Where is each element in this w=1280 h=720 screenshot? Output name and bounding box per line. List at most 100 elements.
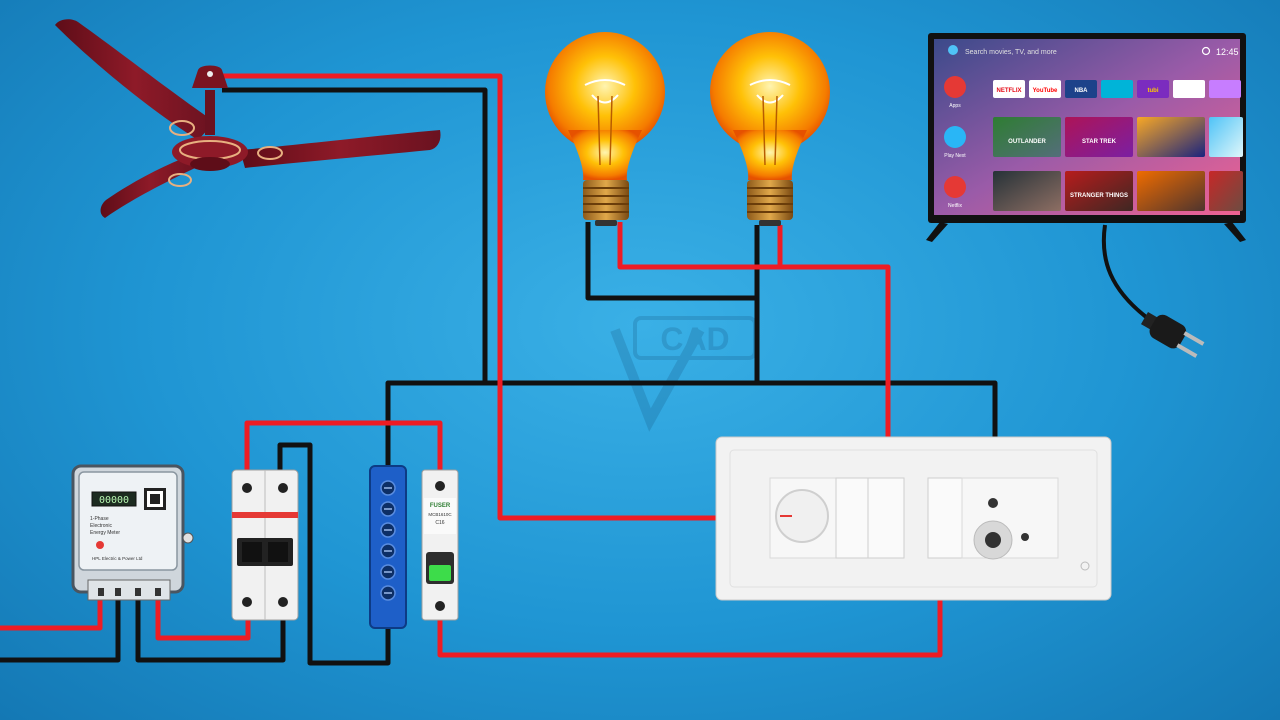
fan-blade-ornament [257,146,283,160]
dp-mcb-terminal [242,483,252,493]
svg-text:OUTLANDER: OUTLANDER [1008,139,1046,145]
svg-text:STRANGER THINGS: STRANGER THINGS [1070,193,1128,199]
fan-blade [240,130,441,168]
meter-label-3: Energy Meter [90,530,120,536]
neutral-wire-fan [222,87,488,383]
sp-mcb-terminal [435,601,445,611]
meter-label-2: Electronic [90,523,112,529]
fan-blade [55,19,215,140]
tv-app-tile[interactable]: NETFLIX [993,80,1025,98]
fan-motor-cap [190,157,230,171]
sp-mcb-body [421,469,459,621]
tv-app-tile[interactable]: tubi [1137,80,1169,98]
svg-text:STAR TREK: STAR TREK [1082,139,1117,145]
bulb-glass [710,32,830,152]
tv-clock: 12:45 [1216,47,1239,57]
tv-poster[interactable]: STRANGER THINGS [1065,171,1133,211]
tv-stand-right [1224,222,1246,242]
tv-poster[interactable] [1209,171,1243,211]
bulb-filament-support [597,95,601,166]
tv-nav-label: Netflix [948,203,962,209]
tv-app-tile[interactable] [1101,80,1133,98]
bulb-filament-support [609,95,613,166]
neutral-wire-meter-in [0,592,121,663]
tv-nav-label: Apps [949,103,961,109]
bulb-cap [583,180,629,220]
mcb-brand: FUSER [430,503,451,509]
bulb-2-switch[interactable] [867,477,905,559]
energy-meter: 00000 1-Phase Electronic Energy Meter HP… [71,464,194,601]
bulb-filament [584,79,626,104]
tv-app-tile[interactable] [1209,80,1241,98]
svg-text:NBA: NBA [1075,88,1089,94]
bulb-filament [749,79,791,104]
live-wire-bulb1 [617,222,783,270]
mcb-model: MCB1610C [428,512,452,517]
neutral-wire-meter-to-mcb [135,592,286,663]
bulb-2 [710,32,830,226]
double-pole-mcb [231,469,299,621]
apps-grid-icon[interactable] [944,76,966,98]
play-icon[interactable] [944,126,966,148]
mcb-rating: C16 [435,520,444,526]
bulb-1-switch[interactable] [835,477,869,559]
bulb-filament-support [762,95,766,166]
neutral-wire-mcb-to-busbar [277,442,391,666]
tv-poster[interactable] [1137,117,1205,157]
meter-display [91,491,137,507]
live-wire-mcb-top [244,420,443,490]
netflix-icon[interactable] [944,176,966,198]
ceiling-fan [55,19,441,218]
tv-power-cord [1101,224,1152,322]
dp-mcb-terminal [242,597,252,607]
tv-poster[interactable] [1137,171,1205,211]
live-wire-fan [222,73,780,521]
watermark-logo: CAD [610,316,757,432]
dp-mcb-terminal [278,597,288,607]
tv-stand-left [926,222,948,242]
bulb-filament-support [774,95,778,166]
fan-canopy-logo [207,71,213,77]
tv-poster[interactable]: STAR TREK [1065,117,1133,157]
fan-blade-ornament [169,120,195,136]
tv-poster[interactable]: OUTLANDER [993,117,1061,157]
fan-blade-ornament [168,173,192,187]
socket-switch[interactable] [927,477,963,559]
neutral-busbar [369,465,407,629]
bulb-neck [733,130,807,180]
svg-text:NETFLIX: NETFLIX [997,88,1022,94]
tv-poster[interactable] [993,171,1061,211]
bulb-cap [747,180,793,220]
google-assistant-icon [948,45,958,55]
television: Search movies, TV, and more 12:45 AppsPl… [926,33,1246,358]
bulb-glass [545,32,665,152]
live-wire-meter-in [0,592,103,631]
tv-app-tile[interactable]: NBA [1065,80,1097,98]
tv-app-tile[interactable] [1173,80,1205,98]
power-plug-icon [1141,312,1205,358]
switchboard-screw [1080,561,1090,571]
fan-down-rod [205,90,215,135]
svg-text:YouTube: YouTube [1033,88,1058,94]
meter-display-digits: 00000 [99,495,129,506]
tv-search-bar: Search movies, TV, and more [965,49,1057,56]
settings-gear-icon [1201,46,1211,56]
live-wire-bulb2-switch [780,264,891,475]
bulb-contact [595,220,617,226]
tv-poster[interactable] [1209,117,1243,157]
fan-blade [100,152,200,218]
fan-regulator-knob[interactable] [775,489,829,543]
meter-led-indicator [182,532,194,544]
socket-pin-hole [988,498,998,508]
tv-app-tile[interactable]: YouTube [1029,80,1061,98]
meter-terminal-block [87,579,171,601]
bulb-1 [545,32,665,226]
neutral-wire-bulbs [585,222,757,301]
socket-pin-hole [1021,533,1029,541]
meter-brand: HPL Electric & Power Ltd [92,556,143,561]
sp-mcb-terminal [435,481,445,491]
switchboard [715,436,1112,601]
tv-nav-label: Play Next [944,153,966,159]
meter-led-indicator [96,541,104,549]
